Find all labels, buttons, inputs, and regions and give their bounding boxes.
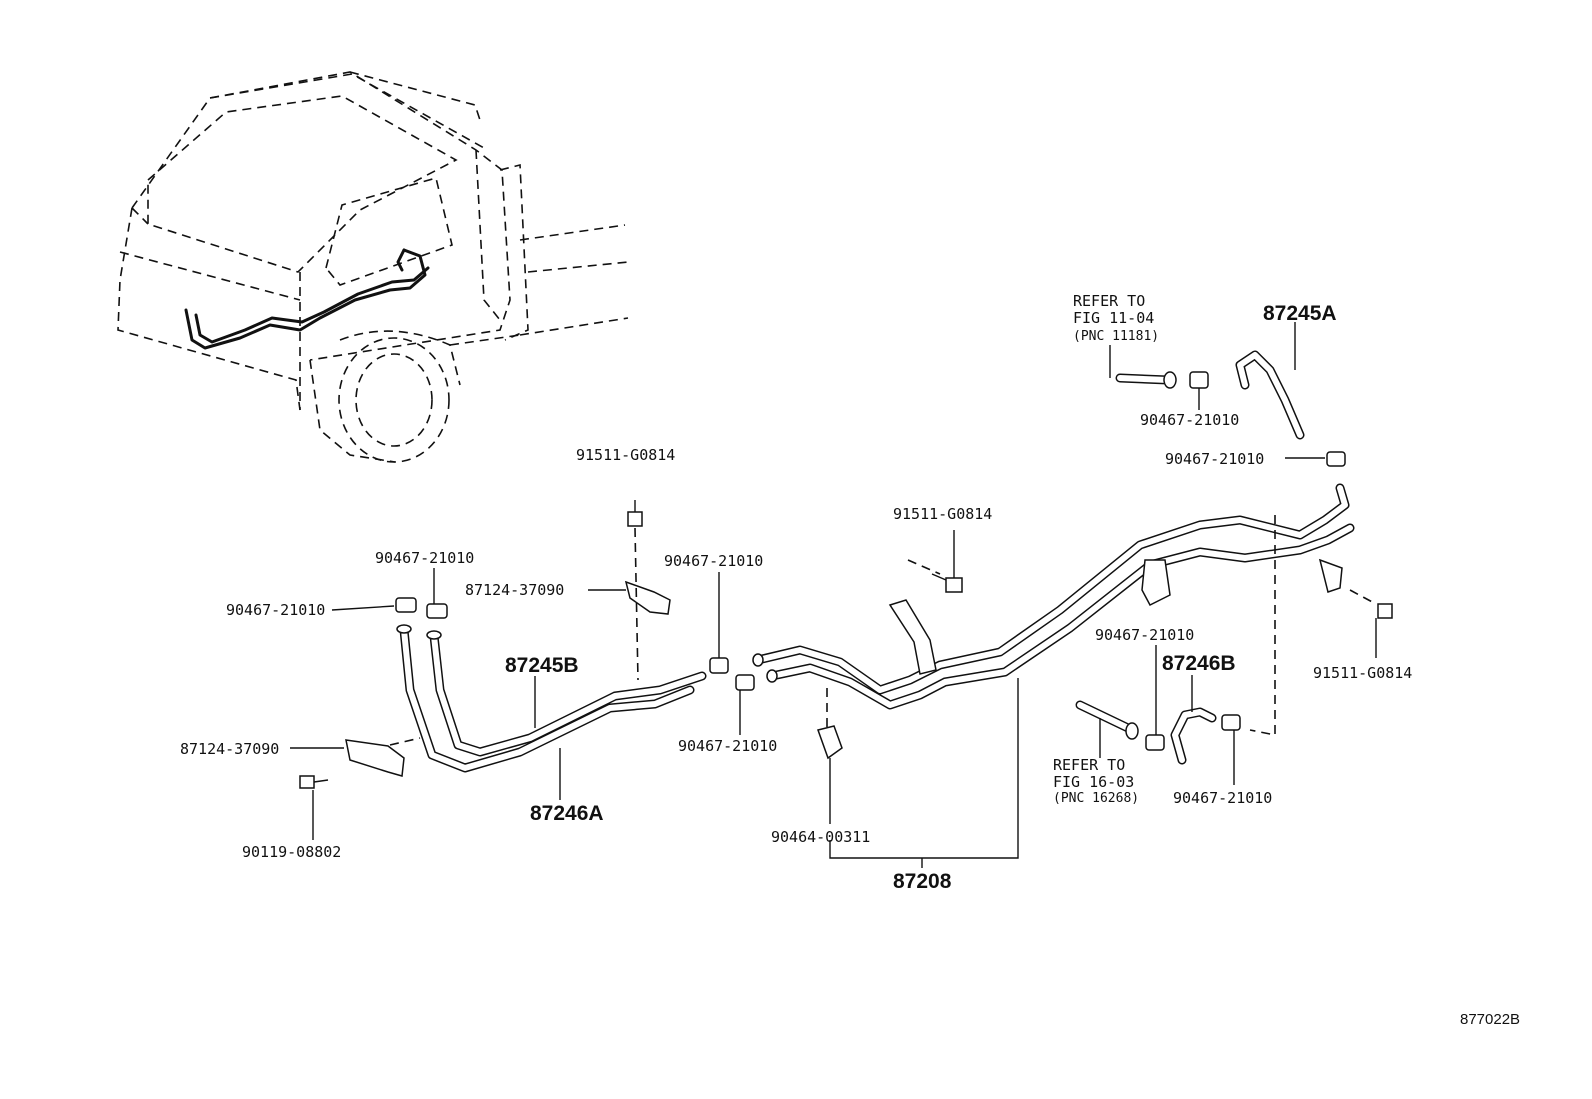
label-90467-left-a: 90467-21010 xyxy=(226,601,325,619)
bracket-87124-lower xyxy=(345,737,421,777)
clamp-90467-left-a xyxy=(395,597,417,613)
label-87245A: 87245A xyxy=(1263,302,1337,325)
label-90467-top-a: 90467-21010 xyxy=(1140,411,1239,429)
engine-pipe-stub-bottom xyxy=(1075,700,1139,740)
hose-87246B xyxy=(1170,707,1217,765)
refer-top-line3: (PNC 11181) xyxy=(1073,329,1159,344)
label-91511-b: 91511-G0814 xyxy=(893,505,992,523)
label-87208: 87208 xyxy=(893,870,952,893)
bolt-90119 xyxy=(299,775,329,789)
bracket-main-pipe-mid xyxy=(1141,559,1171,606)
leader-lines xyxy=(290,322,1325,868)
pipe-87245B-87246A xyxy=(399,625,707,773)
pipe-assy-87208 xyxy=(753,483,1355,710)
heater-pipe-harness-on-truck xyxy=(184,248,430,350)
label-87124-lower: 87124-37090 xyxy=(180,740,279,758)
callout-labels: REFER TO FIG 11-04 (PNC 11181) 87245A 90… xyxy=(180,292,1520,1028)
bracket-main-pipe-left xyxy=(888,559,941,675)
truck-outline xyxy=(117,71,629,463)
clamp-90467-topright-a xyxy=(1189,371,1209,389)
clamp-90467-left-b xyxy=(426,603,448,619)
bracket-87124-upper xyxy=(624,580,671,615)
label-90467-mid-b: 90467-21010 xyxy=(678,737,777,755)
refer-bottom-line1: REFER TO xyxy=(1053,756,1125,774)
label-90464: 90464-00311 xyxy=(771,828,870,846)
bolt-91511-b xyxy=(931,530,963,593)
label-91511-c: 91511-G0814 xyxy=(1313,664,1412,682)
clamp-90467-mid-b xyxy=(735,674,755,691)
label-90467-left-b: 90467-21010 xyxy=(375,549,474,567)
label-90467-mid-a: 90467-21010 xyxy=(664,552,763,570)
label-87124-upper: 87124-37090 xyxy=(465,581,564,599)
label-87245B: 87245B xyxy=(505,654,579,677)
engine-pipe-stub-top xyxy=(1115,371,1177,389)
label-90467-lowright-b: 90467-21010 xyxy=(1173,789,1272,807)
bracket-main-pipe-right xyxy=(1249,515,1343,736)
refer-top-line1: REFER TO xyxy=(1073,292,1145,310)
bolt-91511-a xyxy=(627,500,643,681)
label-91511-a: 91511-G0814 xyxy=(576,446,675,464)
label-90467-top-b: 90467-21010 xyxy=(1165,450,1264,468)
clamp-90467-mid-a xyxy=(709,657,729,674)
refer-bottom-line2: FIG 16-03 xyxy=(1053,773,1134,791)
clamp-90467-lowright-a xyxy=(1145,734,1165,751)
clamp-90467-lowright-b xyxy=(1221,714,1241,731)
clip-90464 xyxy=(817,688,843,760)
label-90119: 90119-08802 xyxy=(242,843,341,861)
label-87246B: 87246B xyxy=(1162,652,1236,675)
figure-id: 877022B xyxy=(1460,1011,1520,1028)
clamp-90467-topright-b xyxy=(1326,451,1346,467)
hose-87245A xyxy=(1235,350,1305,440)
bolt-91511-c xyxy=(1349,589,1393,658)
label-90467-lowright-a: 90467-21010 xyxy=(1095,626,1194,644)
label-87246A: 87246A xyxy=(530,802,604,825)
refer-bottom-line3: (PNC 16268) xyxy=(1053,791,1139,806)
refer-top-line2: FIG 11-04 xyxy=(1073,309,1154,327)
